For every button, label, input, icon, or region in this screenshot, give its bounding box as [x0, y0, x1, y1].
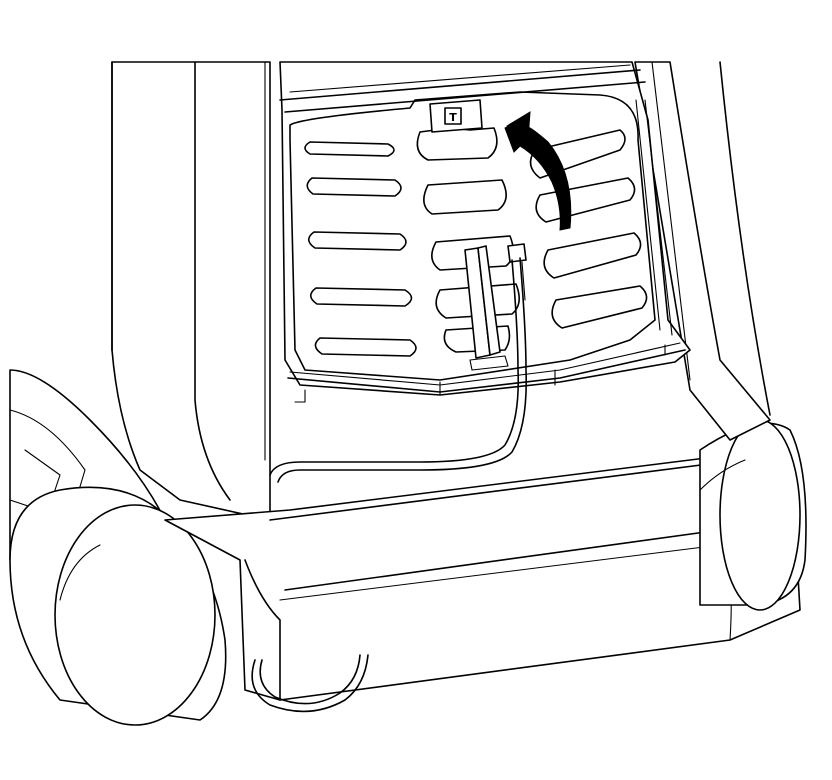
- slots-left: [304, 141, 417, 357]
- left-side-panel: [111, 61, 271, 521]
- center-bracket: [464, 245, 509, 371]
- right-side-panel: [634, 61, 771, 441]
- front-frame: [164, 439, 801, 701]
- cushion-frame: [279, 61, 691, 403]
- slots-center: [416, 127, 520, 353]
- slots-right: [529, 129, 648, 329]
- wiring-harness: [251, 243, 528, 713]
- left-roller: [9, 486, 227, 726]
- direction-arrow: [504, 111, 572, 231]
- right-roller: [699, 419, 807, 611]
- tag-clip: T: [429, 99, 483, 133]
- tag-label: T: [449, 111, 457, 124]
